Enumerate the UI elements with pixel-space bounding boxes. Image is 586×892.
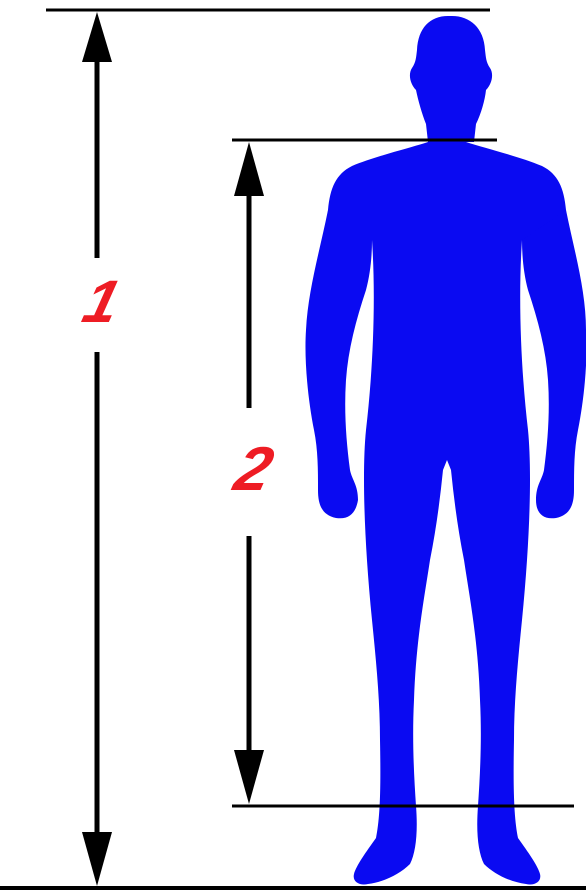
dimension-2-label: 2 bbox=[227, 435, 280, 504]
figure-left-arm bbox=[305, 210, 372, 518]
figure-right-arm bbox=[522, 210, 586, 518]
arrowhead-up-icon bbox=[234, 142, 264, 196]
dimension-1-label: 1 bbox=[77, 268, 127, 335]
dimension-1: 1 bbox=[77, 12, 127, 886]
dimension-2: 2 bbox=[227, 142, 280, 804]
arrowhead-up-icon bbox=[82, 12, 112, 62]
arrowhead-down-icon bbox=[82, 832, 112, 886]
figure-head bbox=[410, 16, 492, 142]
human-silhouette-icon bbox=[305, 16, 586, 885]
arrowhead-down-icon bbox=[234, 750, 264, 804]
